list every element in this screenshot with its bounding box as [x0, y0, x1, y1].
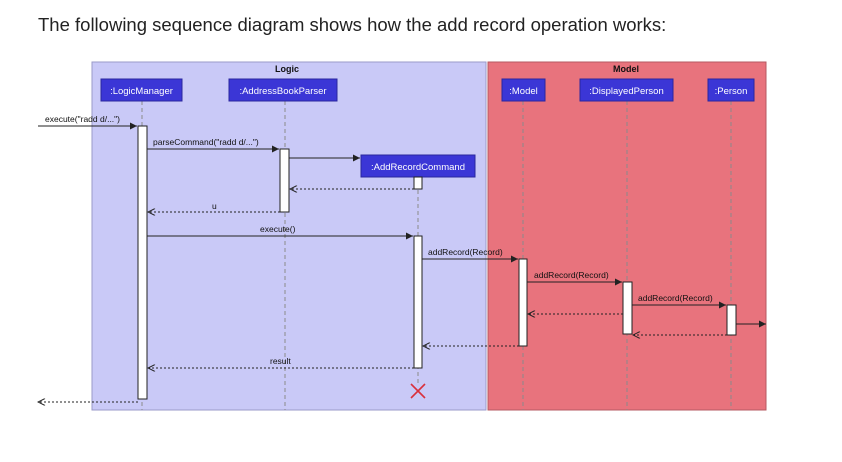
participant-parser-label: :AddressBookParser — [239, 86, 326, 97]
participant-logic-manager — [100, 78, 183, 102]
message-execute-input-label: execute("radd d/...") — [45, 114, 120, 124]
message-add-record-2-label: addRecord(Record) — [534, 270, 609, 280]
logic-box-title: Logic — [275, 64, 299, 74]
activation-command-create — [413, 176, 423, 190]
participant-parser — [228, 78, 338, 102]
activation-model — [518, 258, 528, 347]
message-add-record-3-label: addRecord(Record) — [638, 293, 713, 303]
page-heading: The following sequence diagram shows how… — [38, 14, 667, 35]
participant-model-label: :Model — [509, 86, 538, 97]
participant-logic-manager-label: :LogicManager — [110, 86, 173, 97]
activation-parser — [279, 148, 290, 213]
participant-model — [501, 78, 546, 102]
participant-person-label: :Person — [715, 86, 748, 97]
model-box-title: Model — [613, 64, 639, 74]
message-return-u-label: u — [212, 201, 217, 211]
message-execute-label: execute() — [260, 224, 296, 234]
participant-displayed-person-label: :DisplayedPerson — [589, 86, 663, 97]
participant-command-label: :AddRecordCommand — [371, 162, 465, 173]
activation-command-execute — [413, 235, 423, 369]
message-parse-command-label: parseCommand("radd d/...") — [153, 137, 259, 147]
message-add-record-1-label: addRecord(Record) — [428, 247, 503, 257]
activation-person — [726, 304, 737, 336]
participant-displayed-person — [579, 78, 674, 102]
activation-logic-manager — [137, 125, 148, 400]
participant-person — [707, 78, 755, 102]
message-result-label: result — [270, 356, 291, 366]
activation-displayed-person — [622, 281, 633, 335]
destroy-x-icon — [410, 383, 426, 399]
